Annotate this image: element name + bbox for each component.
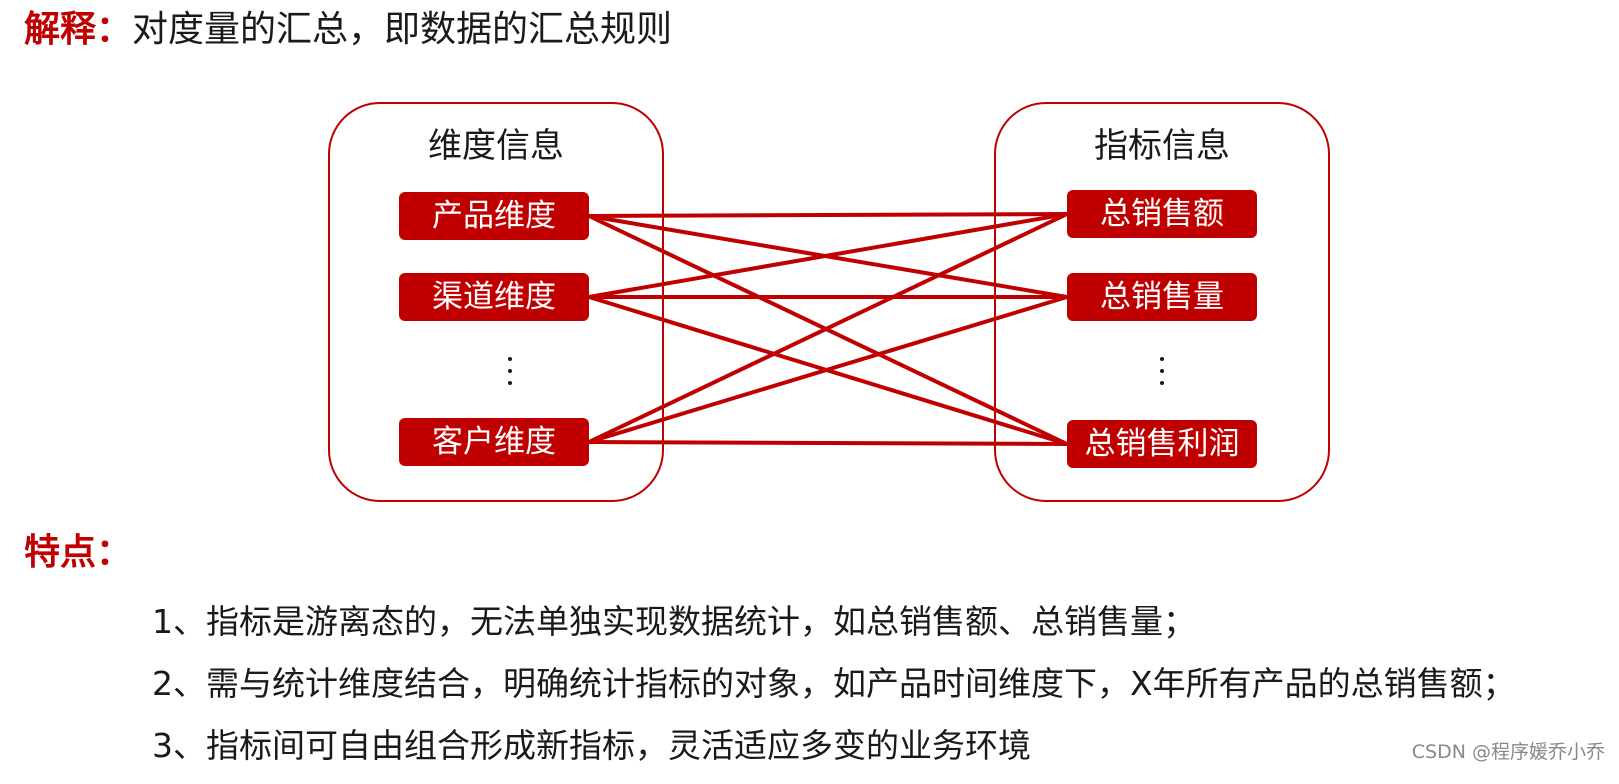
features-heading: 特点： — [24, 533, 132, 573]
feature-item: 3、指标间可自由组合形成新指标，灵活适应多变的业务环境 — [152, 726, 1031, 765]
dimension-ellipsis — [504, 357, 516, 387]
feature-item: 2、需与统计维度结合，明确统计指标的对象，如产品时间维度下，X年所有产品的总销售… — [152, 664, 1516, 703]
feature-item: 1、指标是游离态的，无法单独实现数据统计，如总销售额、总销售量； — [152, 602, 1196, 641]
metric-ellipsis — [1156, 357, 1168, 387]
metric-group-title: 指标信息 — [1094, 126, 1230, 166]
explanation-label: 解释： — [24, 9, 133, 50]
dimension-node-customer[interactable]: 客户维度 — [399, 418, 589, 466]
explanation-text: 对度量的汇总，即数据的汇总规则 — [132, 9, 673, 50]
features-label: 特点： — [24, 532, 133, 573]
dimension-node-channel[interactable]: 渠道维度 — [399, 273, 589, 321]
metric-node-total-profit[interactable]: 总销售利润 — [1067, 420, 1257, 468]
metric-node-total-volume[interactable]: 总销售量 — [1067, 273, 1257, 321]
metric-node-total-sales[interactable]: 总销售额 — [1067, 190, 1257, 238]
explanation-heading: 解释：对度量的汇总，即数据的汇总规则 — [24, 10, 672, 50]
watermark: CSDN @程序媛乔小乔 — [1411, 741, 1605, 763]
dimension-node-product[interactable]: 产品维度 — [399, 192, 589, 240]
dimension-group-title: 维度信息 — [428, 126, 564, 166]
